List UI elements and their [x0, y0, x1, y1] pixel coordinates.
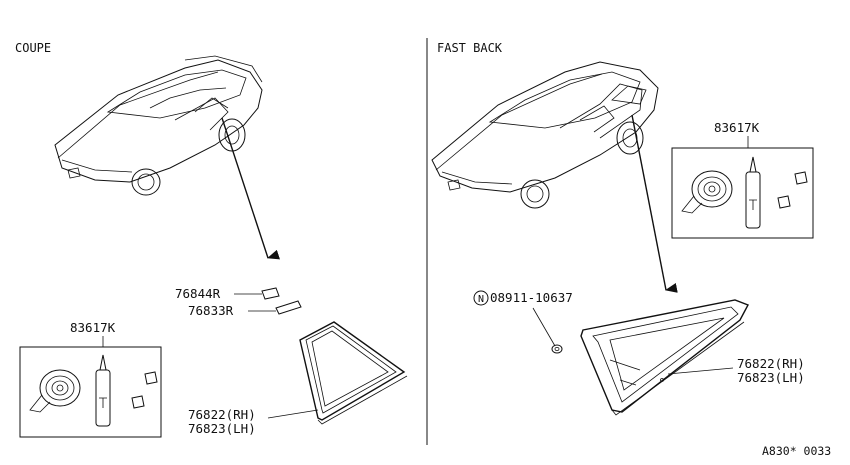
part-label-76844r: 76844R [175, 286, 221, 301]
leader-coupe-glass [267, 409, 319, 419]
coupe-glass-lh-label: 76823(LH) [188, 421, 256, 436]
nut-symbol-icon: N [473, 290, 489, 306]
leader-fastback-glass [667, 367, 734, 375]
nut-part [551, 344, 563, 354]
part-label-nut: 08911-10637 [490, 290, 573, 305]
fastback-sealant-kit-box [671, 147, 814, 239]
svg-text:N: N [478, 294, 484, 305]
fastback-kit-label: 83617K [714, 120, 760, 135]
molding-76833r-part [275, 300, 302, 315]
coupe-kit-label: 83617K [70, 320, 116, 335]
coupe-quarter-window-glass [299, 321, 408, 425]
clip-76844r-part [261, 287, 280, 300]
fastback-glass-rh-label: 76822(RH) [737, 356, 805, 371]
coupe-sealant-kit-box [19, 346, 162, 438]
fastback-glass-lh-label: 76823(LH) [737, 370, 805, 385]
fastback-section-title: FAST BACK [437, 41, 503, 55]
coupe-car-illustration [54, 55, 263, 196]
leader-nut [532, 307, 556, 347]
coupe-pointer-arrow [221, 117, 281, 260]
fastback-pointer-arrow [631, 114, 678, 293]
coupe-glass-rh-label: 76822(RH) [188, 407, 256, 422]
part-label-76833r: 76833R [188, 303, 234, 318]
coupe-section-title: COUPE [15, 41, 51, 55]
diagram-code: A830* 0033 [762, 444, 831, 458]
fastback-quarter-window-glass [580, 299, 749, 416]
fastback-car-illustration [431, 61, 659, 209]
